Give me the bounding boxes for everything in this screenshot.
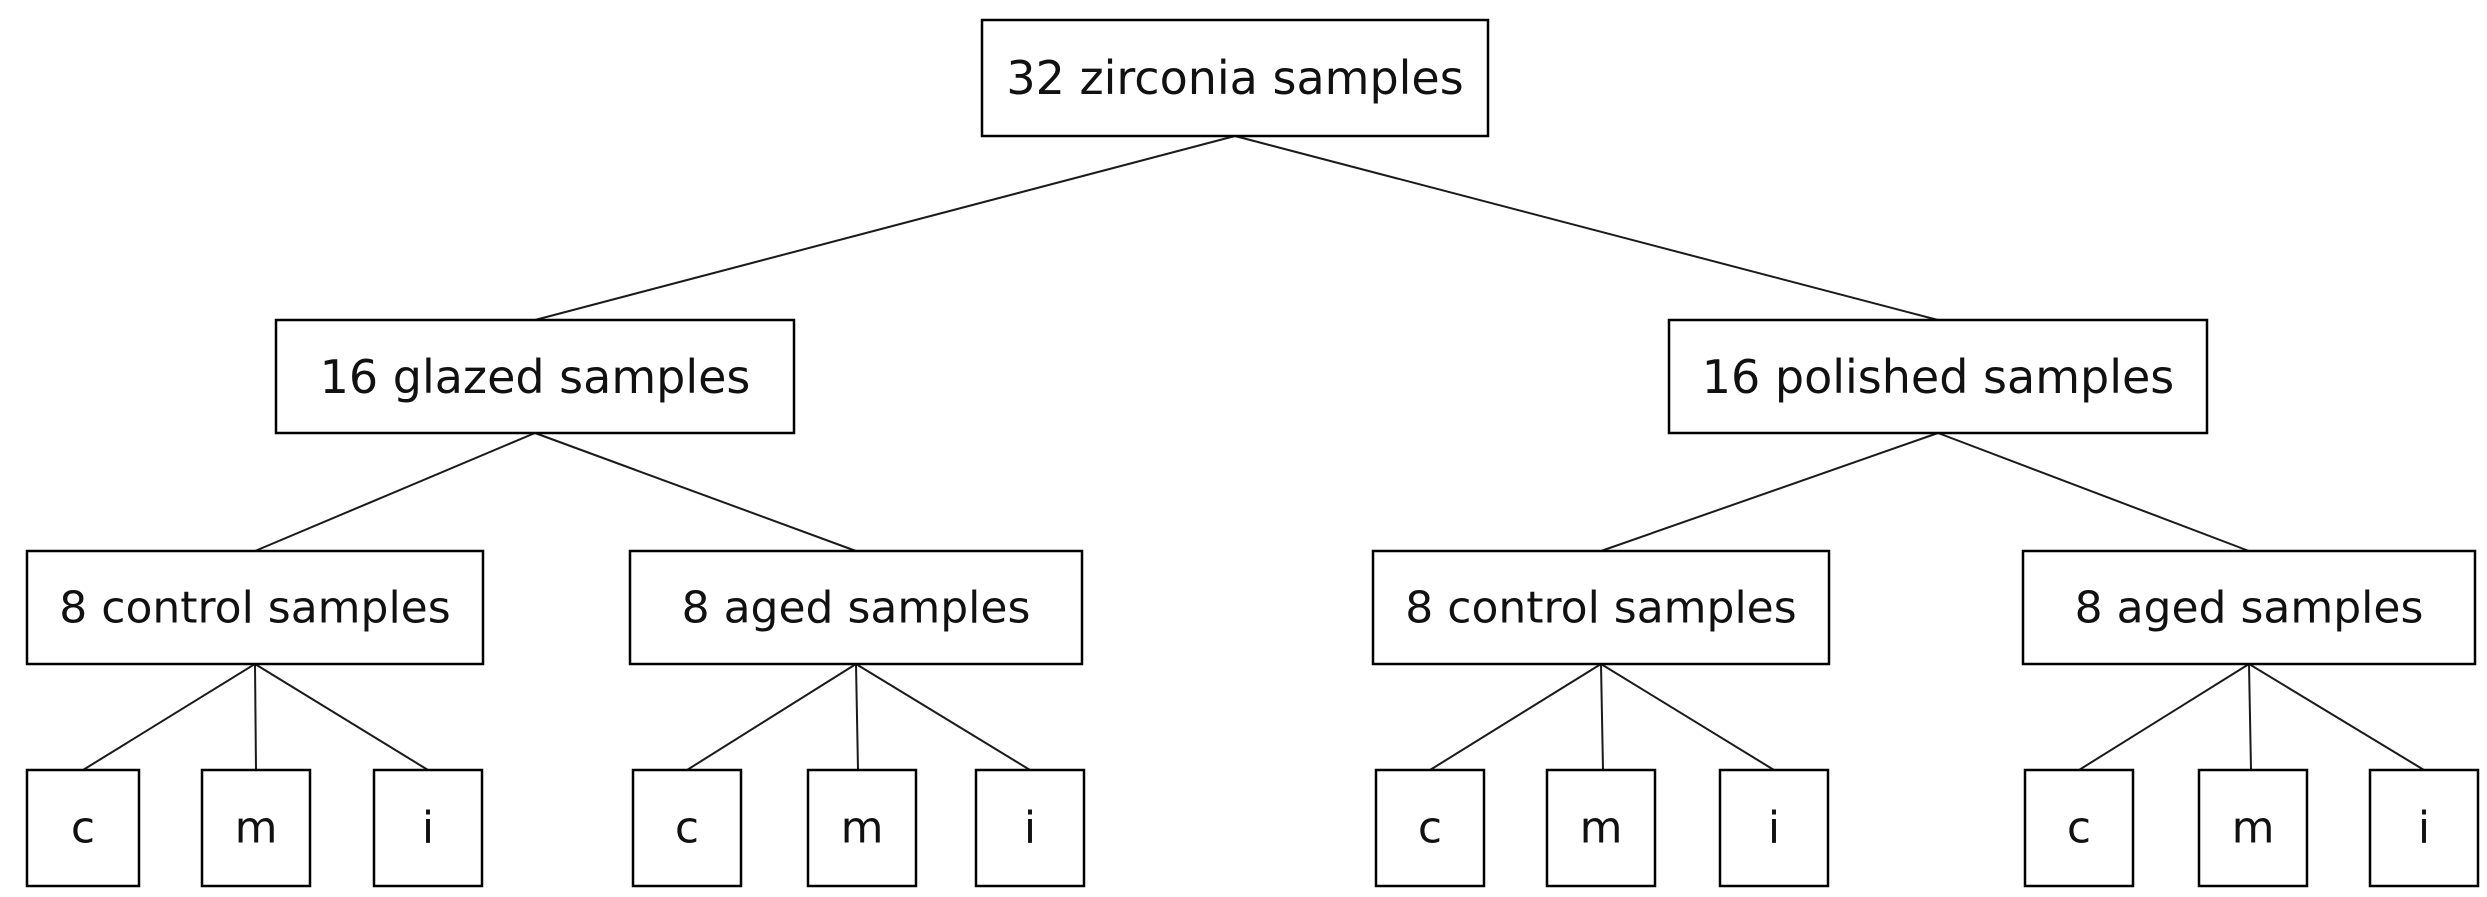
edge-polished-to-control xyxy=(1600,432,1939,552)
node-glazed-aged: 8 aged samples xyxy=(628,549,1084,666)
leaf-glazed-aged-i: i xyxy=(974,768,1086,888)
node-glazed-control: 8 control samples xyxy=(25,549,485,666)
node-polished-aged-label: 8 aged samples xyxy=(2075,583,2424,634)
edge-glazed-to-aged xyxy=(534,432,857,552)
node-polished-control-label: 8 control samples xyxy=(1405,583,1796,634)
node-glazed: 16 glazed samples xyxy=(274,318,796,435)
node-glazed-label: 16 glazed samples xyxy=(320,350,751,404)
edge-glazed-control-to-c xyxy=(82,663,256,771)
node-root-label: 32 zirconia samples xyxy=(1006,51,1463,105)
edge-glazed-aged-to-i xyxy=(855,663,1031,771)
edge-polished-aged-to-c xyxy=(2078,663,2250,771)
leaf-label: c xyxy=(2067,803,2091,854)
leaf-glazed-aged-m: m xyxy=(806,768,918,888)
node-root: 32 zirconia samples xyxy=(980,18,1490,138)
leaf-label: m xyxy=(235,803,278,854)
edge-polished-control-to-m xyxy=(1600,663,1604,771)
leaf-polished-aged-m: m xyxy=(2197,768,2309,888)
node-glazed-aged-label: 8 aged samples xyxy=(682,583,1031,634)
leaf-label: i xyxy=(1768,803,1780,854)
leaf-label: i xyxy=(2418,803,2430,854)
leaf-label: c xyxy=(71,803,95,854)
edge-polished-aged-to-i xyxy=(2248,663,2425,771)
leaf-polished-control-c: c xyxy=(1374,768,1486,888)
edge-glazed-control-to-m xyxy=(254,663,257,771)
node-glazed-control-label: 8 control samples xyxy=(59,583,450,634)
edge-polished-control-to-c xyxy=(1429,663,1602,771)
node-polished-label: 16 polished samples xyxy=(1702,350,2175,404)
edge-glazed-to-control xyxy=(254,432,536,552)
leaf-polished-control-i: i xyxy=(1718,768,1830,888)
edges xyxy=(82,135,2425,771)
edge-polished-control-to-i xyxy=(1600,663,1775,771)
node-polished: 16 polished samples xyxy=(1667,318,2209,435)
leaf-glazed-aged-c: c xyxy=(631,768,743,888)
leaf-label: m xyxy=(841,803,884,854)
leaf-label: i xyxy=(1024,803,1036,854)
edge-glazed-aged-to-c xyxy=(686,663,857,771)
leaf-glazed-control-i: i xyxy=(372,768,484,888)
node-polished-aged: 8 aged samples xyxy=(2021,549,2477,666)
leaf-polished-control-m: m xyxy=(1545,768,1657,888)
edge-root-to-polished xyxy=(1234,135,1939,321)
leaf-label: m xyxy=(2232,803,2275,854)
leaf-glazed-control-c: c xyxy=(25,768,141,888)
edge-polished-aged-to-m xyxy=(2248,663,2252,771)
edge-glazed-control-to-i xyxy=(254,663,429,771)
leaf-label: m xyxy=(1580,803,1623,854)
edge-polished-to-aged xyxy=(1937,432,2250,552)
leaf-label: c xyxy=(675,803,699,854)
leaf-glazed-control-m: m xyxy=(200,768,312,888)
leaf-label: c xyxy=(1418,803,1442,854)
leaf-polished-aged-i: i xyxy=(2368,768,2480,888)
leaf-label: i xyxy=(422,803,434,854)
leaf-polished-aged-c: c xyxy=(2023,768,2135,888)
edge-root-to-glazed xyxy=(534,135,1236,321)
node-polished-control: 8 control samples xyxy=(1371,549,1831,666)
edge-glazed-aged-to-m xyxy=(855,663,859,771)
